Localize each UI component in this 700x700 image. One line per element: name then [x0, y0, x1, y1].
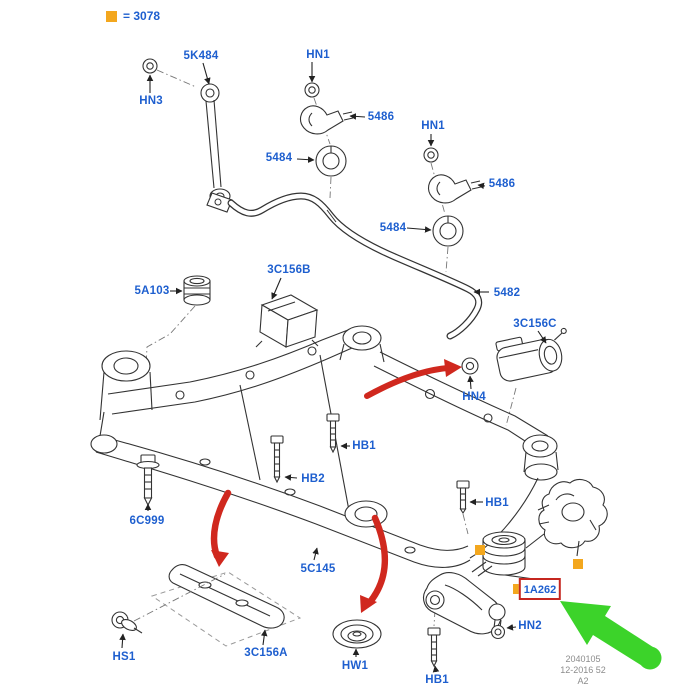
nut-hn4-drawing — [461, 357, 479, 375]
bolt-hb1-right-drawing — [456, 480, 470, 515]
bracket-3c156a-drawing — [111, 564, 302, 647]
part-label-5c145[interactable]: 5C145 — [300, 563, 336, 575]
bolt-hb2-drawing — [270, 435, 284, 484]
washer-hw1-drawing — [332, 619, 382, 649]
highlighted-part-box[interactable]: 1A262 — [518, 578, 562, 600]
part-label-5486-left[interactable]: 5486 — [367, 111, 395, 123]
bracket-3c156b-drawing — [255, 294, 319, 348]
knuckle-bracket-drawing — [537, 478, 608, 557]
green-highlight-arrow — [560, 601, 662, 670]
date-stamp-line1: 2040105 — [565, 654, 601, 664]
subframe-drawing — [90, 325, 559, 568]
part-label-hn1-right[interactable]: HN1 — [421, 120, 445, 132]
part-label-hn1-top[interactable]: HN1 — [306, 49, 330, 61]
bolt-6c999-drawing — [136, 454, 160, 507]
control-arm-drawing — [422, 572, 506, 640]
bolt-hb1-center-drawing — [326, 413, 340, 454]
date-stamp: 2040105 12-2016 52 A2 — [540, 654, 626, 687]
part-label-5482[interactable]: 5482 — [493, 287, 521, 299]
part-label-5484-left[interactable]: 5484 — [265, 152, 293, 164]
legend: = 3078 — [106, 9, 160, 23]
part-label-hb1-bottom[interactable]: HB1 — [425, 674, 449, 686]
stabilizer-bar-drawing — [206, 192, 483, 340]
part-label-hn4[interactable]: HN4 — [462, 391, 486, 403]
part-label-3c156c[interactable]: 3C156C — [513, 318, 557, 330]
part-label-hn2[interactable]: HN2 — [518, 620, 542, 632]
part-label-hw1[interactable]: HW1 — [341, 660, 369, 672]
part-label-5a103[interactable]: 5A103 — [134, 285, 170, 297]
red-callout-arrow-hn4 — [364, 359, 462, 399]
legend-marker-square — [106, 10, 117, 22]
stabilizer-link-drawing — [142, 58, 231, 204]
clamp-right-drawing — [423, 147, 482, 247]
part-label-1a262[interactable]: 1A262 — [523, 584, 557, 596]
bushing-5a103-drawing — [183, 275, 211, 306]
part-label-hb1-right[interactable]: HB1 — [485, 497, 509, 509]
part-label-hb1-center[interactable]: HB1 — [352, 440, 376, 452]
legend-label: = 3078 — [123, 9, 161, 23]
part-label-5k484[interactable]: 5K484 — [183, 50, 219, 62]
red-callout-arrow-3c156a — [210, 489, 232, 567]
part-label-hs1[interactable]: HS1 — [112, 651, 136, 663]
part-label-5484-right[interactable]: 5484 — [379, 222, 407, 234]
clamp-left-drawing — [299, 82, 354, 177]
mount-3c156c-drawing — [495, 327, 567, 382]
bushing-1a262-drawing — [471, 531, 545, 580]
leader-lines — [119, 62, 547, 673]
part-label-3c156b[interactable]: 3C156B — [267, 264, 311, 276]
part-label-hb2[interactable]: HB2 — [301, 473, 325, 485]
date-stamp-line3: A2 — [577, 676, 589, 686]
position-marker-squares — [475, 545, 583, 594]
part-label-3c156a[interactable]: 3C156A — [244, 647, 288, 659]
date-stamp-line2: 12-2016 52 — [560, 665, 606, 675]
bolt-hb1-bottom-drawing — [427, 627, 441, 668]
part-label-6c999[interactable]: 6C999 — [129, 515, 165, 527]
part-label-5486-right[interactable]: 5486 — [488, 178, 516, 190]
part-label-hn3[interactable]: HN3 — [139, 95, 163, 107]
red-callout-arrow-hw1 — [360, 514, 389, 613]
